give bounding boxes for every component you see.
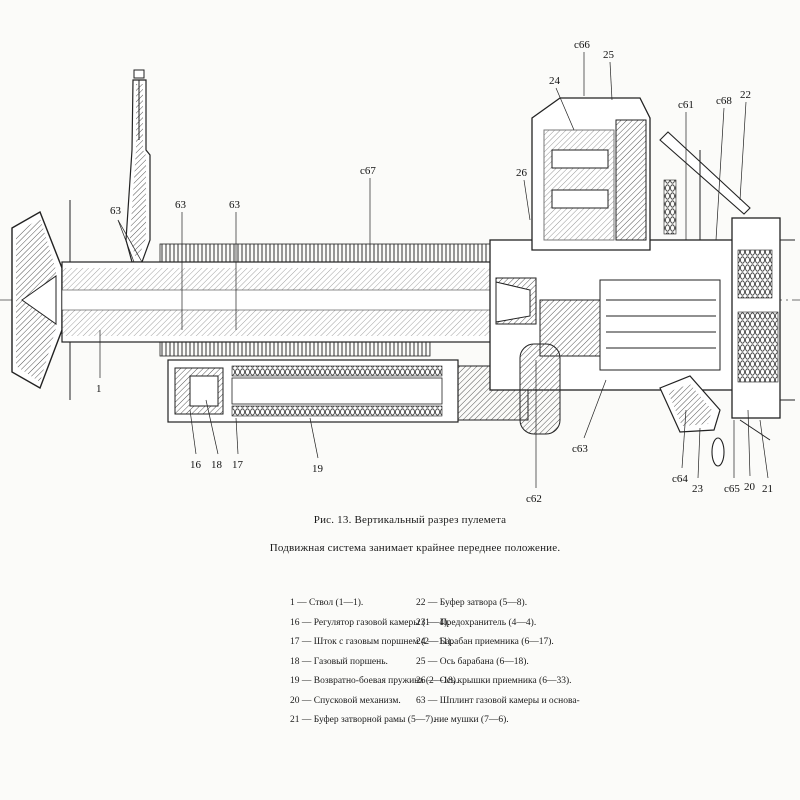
legend-item: 1 — Ствол (1—1). (290, 598, 364, 608)
callout-23: 23 (692, 483, 704, 495)
legend-item: 23 — Предохранитель (4—4). (416, 617, 537, 628)
callout-19: 19 (312, 463, 324, 475)
legend-item-continuation: ние мушки (7—6). (434, 715, 509, 725)
legend-item: 26 — Ось крышки приемника (6—33). (416, 676, 572, 686)
callout-16: 16 (190, 459, 202, 471)
callout-c67: с67 (360, 165, 376, 177)
callout-63-rear: 63 (229, 199, 241, 211)
callout-22: 22 (740, 89, 751, 101)
callout-18: 18 (211, 459, 223, 471)
legend-item: 18 — Газовый поршень. (290, 656, 388, 667)
legend-item: 19 — Возвратно-боевая пружина (2—18). (290, 676, 459, 686)
receiver (489, 239, 741, 435)
legend-column-left: 1 — Ствол (1—1). 16 — Регулятор газовой … (290, 594, 459, 731)
feed-cover (531, 97, 651, 251)
callout-63-mid: 63 (175, 199, 187, 211)
barrel (61, 243, 493, 357)
callout-c61: с61 (678, 99, 694, 111)
callout-24: 24 (549, 75, 561, 87)
callout-21: 21 (762, 483, 773, 495)
callout-25: 25 (603, 49, 615, 61)
callout-c64: с64 (672, 473, 688, 485)
trigger-group (659, 375, 771, 467)
machine-gun-cross-section-drawing: 63 63 63 с67 с66 25 24 26 с61 с68 22 1 1… (0, 39, 800, 505)
callout-1: 1 (96, 383, 102, 395)
legend-item: 17 — Шток с газовым поршнем (2—11). (290, 637, 454, 647)
flash-hider (11, 200, 71, 400)
legend-item: 21 — Буфер затворной рамы (5—7). (290, 715, 436, 725)
legend-item: 25 — Ось барабана (6—18). (416, 656, 529, 667)
callout-c63: с63 (572, 443, 588, 455)
callout-20: 20 (744, 481, 756, 493)
front-sight (125, 69, 151, 263)
callout-c62: с62 (526, 493, 542, 505)
callout-26: 26 (516, 167, 528, 179)
gas-cylinder-assembly (167, 359, 529, 423)
legend-item: 20 — Спусковой механизм. (290, 695, 401, 706)
callout-63-front: 63 (110, 205, 122, 217)
rear-sight (659, 131, 751, 240)
parts-legend: 1 — Ствол (1—1). 16 — Регулятор газовой … (290, 594, 580, 731)
figure-subtitle: Подвижная система занимает крайнее перед… (269, 542, 561, 554)
legend-column-right: 22 — Буфер затвора (5—8). 23 — Предохран… (416, 594, 580, 731)
callout-17: 17 (232, 459, 244, 471)
legend-item: 63 — Шплинт газовой камеры и основа- (416, 695, 580, 706)
caption-block: Рис. 13. Вертикальный разрез пулемета По… (0, 514, 800, 725)
rear-buffer (731, 217, 795, 419)
legend-item: 24 — Барабан приемника (6—17). (416, 637, 554, 647)
legend-item: 22 — Буфер затвора (5—8). (416, 598, 528, 608)
callout-c65: с65 (724, 483, 740, 495)
leader-lines (99, 52, 769, 488)
figure-title: Рис. 13. Вертикальный разрез пулемета (313, 514, 507, 526)
callout-c66: с66 (574, 39, 590, 51)
callout-c68: с68 (716, 95, 732, 107)
legend-item: 16 — Регулятор газовой камеры (1—4). (290, 617, 450, 628)
